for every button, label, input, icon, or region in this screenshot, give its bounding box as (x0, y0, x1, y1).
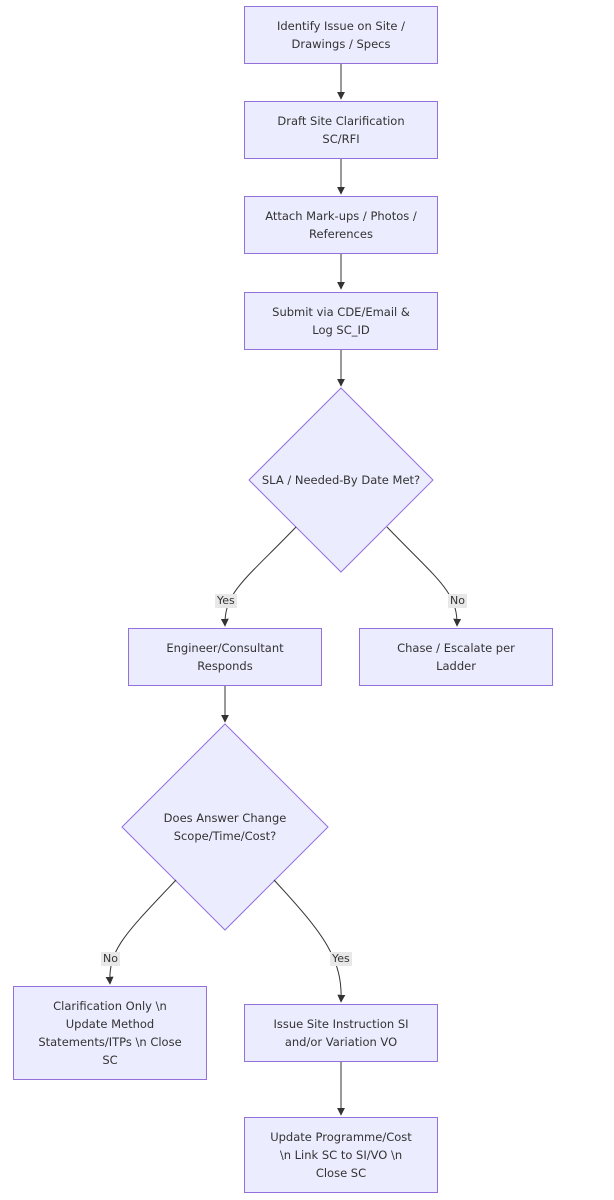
edge-label-sla-yes: Yes (215, 594, 237, 608)
change-decision-label: Does Answer Change Scope/Time/Cost? (163, 811, 287, 843)
node-clarification-only-label: Clarification Only \n Update Method Stat… (38, 999, 182, 1067)
sla-decision-label: SLA / Needed-By Date Met? (261, 473, 421, 487)
edge-label-change-yes: Yes (330, 952, 352, 966)
edge-sla-yes (220, 526, 297, 627)
node-issue-site-instruction-label: Issue Site Instruction SI and/or Variati… (273, 1017, 409, 1049)
edge-change-yes (273, 879, 346, 1003)
node-update-programme: Update Programme/Cost \n Link SC to SI/V… (244, 1117, 438, 1193)
node-chase-escalate-label: Chase / Escalate per Ladder (397, 641, 515, 673)
edge-sla-no (386, 526, 462, 627)
node-submit-label: Submit via CDE/Email & Log SC_ID (272, 305, 410, 337)
node-identify-issue: Identify Issue on Site / Drawings / Spec… (244, 6, 438, 64)
change-decision-diamond (121, 723, 329, 931)
node-draft-clarification: Draft Site Clarification SC/RFI (244, 101, 438, 159)
node-clarification-only: Clarification Only \n Update Method Stat… (13, 986, 207, 1080)
sla-decision-diamond (248, 387, 434, 573)
node-attach-markups: Attach Mark-ups / Photos / References (244, 196, 438, 254)
node-engineer-responds-label: Engineer/Consultant Responds (166, 641, 284, 673)
node-submit: Submit via CDE/Email & Log SC_ID (244, 292, 438, 350)
edge-label-change-no: No (101, 952, 120, 966)
node-issue-site-instruction: Issue Site Instruction SI and/or Variati… (244, 1004, 438, 1062)
node-chase-escalate: Chase / Escalate per Ladder (359, 628, 553, 686)
edge-label-sla-no: No (448, 594, 467, 608)
node-update-programme-label: Update Programme/Cost \n Link SC to SI/V… (270, 1130, 412, 1180)
edge-change-no (105, 879, 177, 985)
node-attach-markups-label: Attach Mark-ups / Photos / References (265, 209, 417, 241)
node-draft-clarification-label: Draft Site Clarification SC/RFI (277, 114, 405, 146)
node-identify-issue-label: Identify Issue on Site / Drawings / Spec… (276, 19, 406, 51)
node-engineer-responds: Engineer/Consultant Responds (128, 628, 322, 686)
